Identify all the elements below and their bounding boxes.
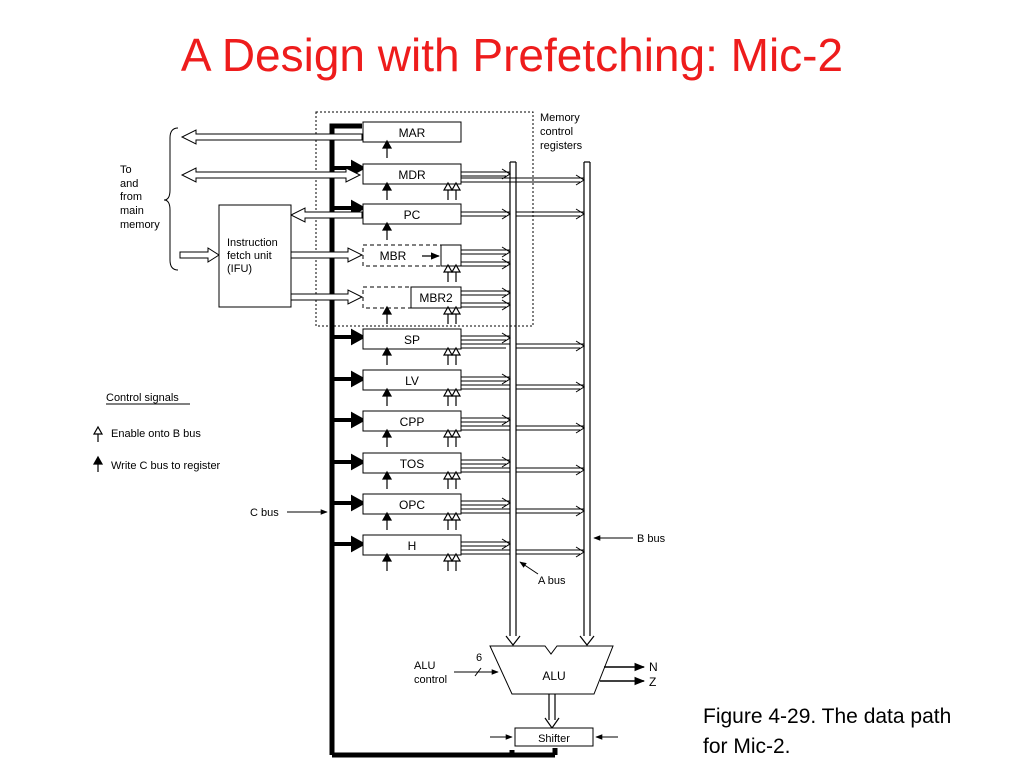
svg-text:and: and	[120, 178, 138, 190]
register-cpp: CPP	[362, 410, 462, 432]
caption-line-1: Figure 4-29. The data path	[703, 705, 952, 728]
a-bus	[505, 161, 521, 646]
svg-text:MAR: MAR	[399, 126, 426, 140]
svg-text:Enable onto B bus: Enable onto B bus	[111, 428, 201, 440]
svg-text:OPC: OPC	[399, 498, 425, 512]
svg-text:Control signals: Control signals	[106, 392, 179, 404]
svg-text:(IFU): (IFU)	[227, 263, 252, 275]
c-bus-branches	[332, 159, 367, 553]
svg-text:MBR2: MBR2	[419, 291, 453, 305]
slide-title: A Design with Prefetching: Mic-2	[180, 29, 844, 81]
svg-text:To: To	[120, 164, 132, 176]
register-outputs	[461, 168, 585, 558]
svg-text:fetch unit: fetch unit	[227, 250, 272, 262]
shifter-block: Shifter	[490, 727, 618, 747]
alu-block: ALU	[489, 645, 614, 695]
register-mbr2: MBR2	[362, 286, 462, 309]
control-signal-arrows	[381, 139, 462, 571]
memory-control-box	[315, 111, 534, 327]
b-bus	[579, 161, 595, 646]
write-arrow-icon	[381, 139, 393, 158]
b-bus-label: B bus	[593, 533, 666, 545]
a-bus-label: A bus	[519, 561, 566, 587]
register-pc: PC	[362, 203, 462, 225]
svg-text:B bus: B bus	[637, 533, 666, 545]
register-sp: SP	[362, 328, 462, 350]
register-lv: LV	[362, 369, 462, 391]
alu-flags: N Z	[600, 660, 658, 689]
svg-text:Memory: Memory	[540, 112, 580, 124]
memory-brace	[163, 127, 179, 271]
svg-text:control: control	[414, 674, 447, 686]
svg-text:MDR: MDR	[398, 168, 426, 182]
c-bus-label: C bus	[250, 507, 328, 519]
svg-text:SP: SP	[404, 333, 420, 347]
svg-text:6: 6	[476, 652, 482, 664]
alu-to-shifter	[544, 694, 560, 730]
main-memory-label: To and from main memory	[120, 164, 160, 231]
ifu-block: Instruction fetch unit (IFU)	[218, 204, 292, 308]
svg-text:Shifter: Shifter	[538, 733, 570, 745]
caption-line-2: for Mic-2.	[703, 735, 791, 758]
write-arrow-icon	[92, 455, 104, 472]
svg-text:memory: memory	[120, 219, 160, 231]
svg-text:PC: PC	[404, 208, 421, 222]
svg-text:from: from	[120, 191, 142, 203]
svg-text:main: main	[120, 205, 144, 217]
register-mbr: MBR	[362, 244, 462, 267]
svg-text:Z: Z	[649, 675, 656, 689]
alu-control: ALU control 6	[414, 652, 499, 686]
register-mar: MAR	[362, 121, 462, 143]
register-h: H	[362, 534, 462, 556]
control-signals-legend: Control signals Enable onto B bus Write …	[92, 392, 221, 472]
svg-text:C bus: C bus	[250, 507, 279, 519]
register-opc: OPC	[362, 493, 462, 515]
enable-arrow-icon	[92, 425, 104, 442]
svg-text:CPP: CPP	[400, 415, 425, 429]
svg-text:Instruction: Instruction	[227, 237, 278, 249]
svg-text:registers: registers	[540, 140, 583, 152]
svg-text:N: N	[649, 660, 658, 674]
figure-caption: Figure 4-29. The data path for Mic-2.	[703, 702, 1013, 762]
svg-text:TOS: TOS	[400, 457, 424, 471]
register-mdr: MDR	[362, 163, 462, 185]
svg-text:ALU: ALU	[414, 660, 435, 672]
register-tos: TOS	[362, 452, 462, 474]
svg-text:MBR: MBR	[380, 249, 407, 263]
svg-text:LV: LV	[405, 374, 419, 388]
svg-text:A bus: A bus	[538, 575, 566, 587]
svg-text:control: control	[540, 126, 573, 138]
memory-links	[179, 129, 364, 305]
svg-text:Write C bus to register: Write C bus to register	[111, 460, 221, 472]
svg-text:ALU: ALU	[542, 669, 565, 683]
svg-text:H: H	[408, 539, 417, 553]
memory-control-label: Memory control registers	[540, 112, 583, 152]
